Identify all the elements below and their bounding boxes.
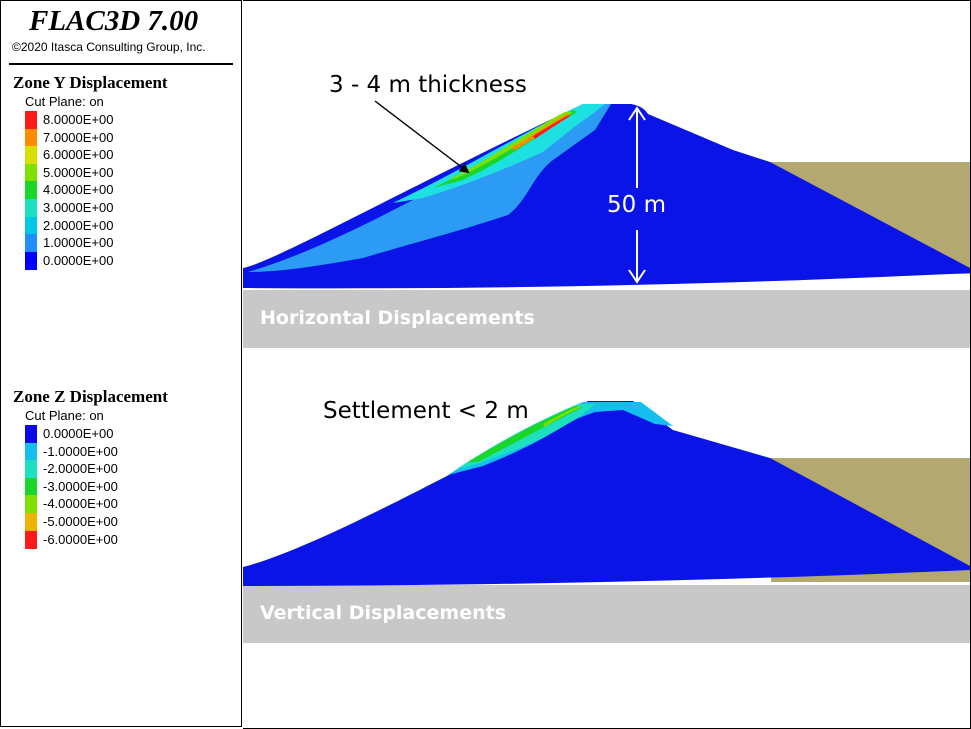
thickness-arrow <box>374 100 470 174</box>
legend-entry: -1.0000E+00 <box>25 442 225 461</box>
legend-z-title: Zone Z Displacement <box>13 387 168 406</box>
legend-value: -5.0000E+00 <box>43 514 118 529</box>
legend-entry: 2.0000E+00 <box>25 216 225 235</box>
zone-8m-top <box>533 115 570 139</box>
legend-value: 5.0000E+00 <box>43 164 114 180</box>
legend-swatch <box>25 216 37 235</box>
legend-panel: FLAC3D 7.00 ©2020 Itasca Consulting Grou… <box>0 0 242 727</box>
legend-swatch <box>25 181 37 200</box>
app-title: FLAC3D 7.00 <box>29 5 199 37</box>
legend-value: 8.0000E+00 <box>43 112 114 127</box>
legend-entry: 4.0000E+00 <box>25 181 225 200</box>
vertical-displacements-caption: Vertical Displacements <box>260 602 507 624</box>
legend-entry: 0.0000E+00 <box>25 251 225 270</box>
legend-y-title: Zone Y Displacement <box>13 73 168 92</box>
legend-swatch <box>25 513 37 531</box>
legend-value: -4.0000E+00 <box>43 496 118 512</box>
legend-swatch <box>25 477 37 496</box>
legend-swatch <box>25 234 37 253</box>
legend-value: 1.0000E+00 <box>43 235 114 251</box>
legend-entry: 0.0000E+00 <box>25 425 225 443</box>
legend-entry: 6.0000E+00 <box>25 146 225 165</box>
legend-value: -6.0000E+00 <box>43 531 118 547</box>
legend-entry: 1.0000E+00 <box>25 234 225 253</box>
foundation-top <box>243 290 970 348</box>
legend-entry: -3.0000E+00 <box>25 477 225 496</box>
foundation-bottom <box>243 585 970 643</box>
settlement-annotation: Settlement < 2 m <box>323 398 529 424</box>
copyright-text: ©2020 Itasca Consulting Group, Inc. <box>12 40 206 54</box>
model-view <box>243 100 970 643</box>
legend-value: 2.0000E+00 <box>43 217 114 233</box>
thickness-annotation: 3 - 4 m thickness <box>329 72 527 98</box>
legend-value: 0.0000E+00 <box>43 426 114 441</box>
legend-swatch <box>25 111 37 129</box>
legend-swatch <box>25 460 37 479</box>
legend-entry: -5.0000E+00 <box>25 513 225 531</box>
legend-entry: -6.0000E+00 <box>25 530 225 549</box>
legend-value: -3.0000E+00 <box>43 478 118 494</box>
dump-body-bottom <box>243 401 970 586</box>
legend-z-cut-plane: Cut Plane: on <box>25 408 104 423</box>
legend-swatch <box>25 425 37 443</box>
legend-swatch <box>25 530 37 549</box>
dump-body-top <box>243 104 970 289</box>
legend-entry: -2.0000E+00 <box>25 460 225 479</box>
legend-entry: -4.0000E+00 <box>25 495 225 514</box>
zone-minus4-bottom <box>543 406 581 427</box>
height-dimension-arrow <box>628 106 646 284</box>
legend-value: 4.0000E+00 <box>43 182 114 198</box>
legend-y-cut-plane: Cut Plane: on <box>25 94 104 109</box>
legend-swatch <box>25 442 37 461</box>
legend-entry: 5.0000E+00 <box>25 163 225 182</box>
legend-value: 0.0000E+00 <box>43 252 114 268</box>
legend-value: 6.0000E+00 <box>43 147 114 163</box>
legend-entry: 8.0000E+00 <box>25 111 225 129</box>
zone-minus1-bottom <box>448 402 673 475</box>
legend-value: -1.0000E+00 <box>43 443 118 459</box>
legend-entry: 3.0000E+00 <box>25 199 225 217</box>
legend-entry: 7.0000E+00 <box>25 128 225 147</box>
title-divider <box>9 63 233 65</box>
legend-swatch <box>25 163 37 182</box>
legend-value: -2.0000E+00 <box>43 461 118 477</box>
vertical-section <box>243 401 970 643</box>
legend-value: 7.0000E+00 <box>43 129 114 145</box>
legend-value: 3.0000E+00 <box>43 200 114 215</box>
legend-swatch <box>25 199 37 217</box>
legend-swatch <box>25 495 37 514</box>
height-label: 50 m <box>607 192 666 218</box>
zone-5m-top <box>448 112 573 180</box>
legend-swatch <box>25 146 37 165</box>
horizontal-section <box>243 100 970 348</box>
legend-swatch <box>25 128 37 147</box>
legend-swatch <box>25 251 37 270</box>
horizontal-displacements-caption: Horizontal Displacements <box>260 307 535 329</box>
